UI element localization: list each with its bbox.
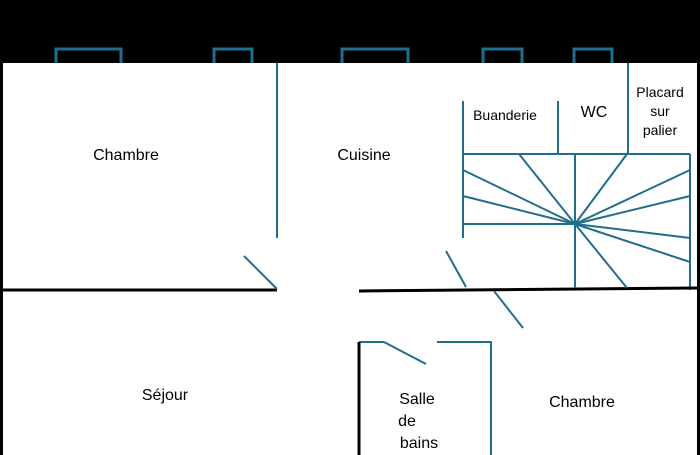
stair-step — [574, 223, 628, 289]
stair-step — [518, 153, 576, 225]
room-label-sejour: Séjour — [142, 387, 189, 404]
staircase — [462, 153, 691, 289]
stair-step — [574, 223, 691, 239]
door-salle-de-bains — [383, 341, 427, 365]
doors — [243, 250, 524, 365]
room-label-cuisine: Cuisine — [337, 147, 390, 164]
room-label-placard-3: palier — [643, 122, 678, 138]
room-label-buanderie: Buanderie — [473, 107, 537, 123]
window-4 — [481, 47, 524, 63]
stair-step — [574, 169, 691, 225]
room-label-chambre: Chambre — [93, 147, 159, 164]
stair-step — [462, 169, 576, 225]
room-label-chambre-2: Chambre — [549, 394, 615, 411]
room-label-salle-2: de — [398, 413, 416, 430]
door-cuisine — [445, 250, 467, 288]
windows — [54, 47, 614, 63]
room-label-wc: WC — [581, 104, 608, 121]
room-label-placard-2: sur — [650, 103, 670, 119]
roof-band — [0, 0, 700, 63]
room-label-salle-1: Salle — [399, 391, 435, 408]
wall-right-middle — [358, 286, 698, 293]
stair-step — [462, 195, 576, 225]
window-2 — [212, 47, 254, 63]
room-label-salle-3: bains — [400, 435, 438, 452]
window-1 — [54, 47, 123, 63]
door-chambre-2 — [493, 290, 524, 329]
window-5 — [572, 47, 614, 63]
stair-step — [574, 195, 691, 225]
room-label-placard-1: Placard — [636, 84, 683, 100]
stair-step — [574, 153, 628, 225]
floor-area — [3, 63, 697, 455]
window-3 — [340, 47, 410, 63]
structural-walls — [3, 286, 698, 455]
wall-bathroom-right — [437, 341, 492, 455]
stair-step — [574, 223, 691, 263]
door-chambre — [243, 255, 278, 290]
interior-walls — [276, 63, 691, 455]
